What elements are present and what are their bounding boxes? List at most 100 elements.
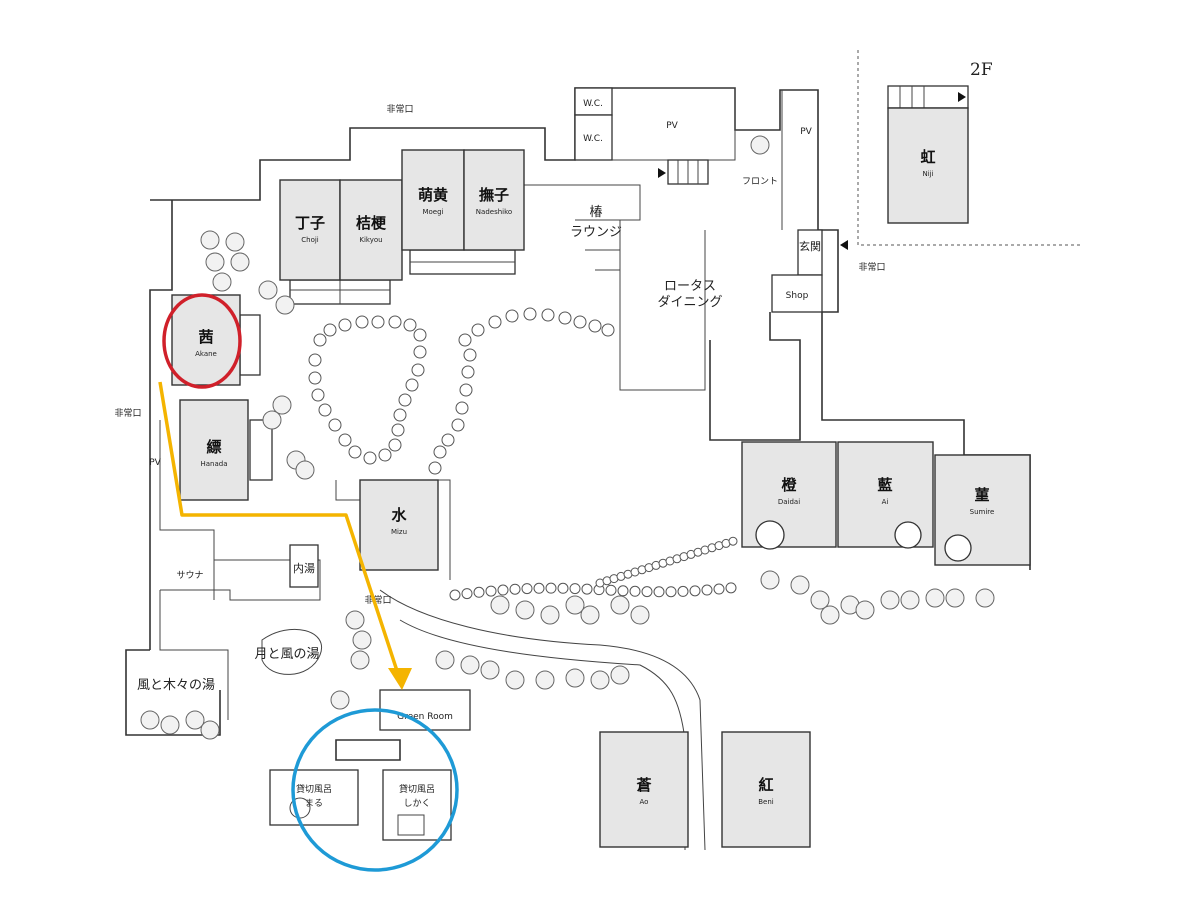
tree-icon xyxy=(480,660,500,680)
room-ao[interactable]: 蒼 Ao xyxy=(599,731,689,848)
stream-stone xyxy=(497,584,509,596)
pond-stone xyxy=(463,348,477,362)
pond-stone xyxy=(391,423,405,437)
room-ai-name: 藍 xyxy=(877,476,892,494)
pond-stone xyxy=(338,318,352,332)
floor-label-2f: 2F xyxy=(970,60,993,80)
stream-stone xyxy=(521,583,533,595)
stream-stone xyxy=(641,586,653,598)
pond-stone xyxy=(573,315,587,329)
private-bath-shikaku-label[interactable]: しかく xyxy=(403,798,430,809)
tree-icon xyxy=(205,252,225,272)
pond-stone xyxy=(355,315,369,329)
tree-icon xyxy=(200,720,220,740)
pond-stone xyxy=(413,328,427,342)
stream-stone xyxy=(605,584,617,596)
room-beni-name: 紅 xyxy=(758,776,773,794)
pond-stone xyxy=(411,363,425,377)
pond-stone xyxy=(471,323,485,337)
room-hanada[interactable]: 縹 Hanada xyxy=(179,399,249,501)
room-nadeshiko[interactable]: 撫子 Nadeshiko xyxy=(463,149,525,251)
room-mizu-name: 水 xyxy=(391,506,407,524)
yellow-route-arrow xyxy=(158,381,402,681)
shop-label[interactable]: Shop xyxy=(786,291,809,301)
stream-stone xyxy=(449,589,461,601)
private-bath-maru-label[interactable]: まる xyxy=(305,798,323,809)
room-moegi[interactable]: 萌黄 Moegi xyxy=(401,149,465,251)
room-choji-roman: Choji xyxy=(301,236,319,244)
pond-stone xyxy=(323,323,337,337)
pond-stone xyxy=(328,418,342,432)
garden-pond xyxy=(140,135,995,740)
room-moegi-name: 萌黄 xyxy=(418,186,448,204)
room-akane-name: 茜 xyxy=(198,328,213,346)
sauna-label: サウナ xyxy=(176,570,203,581)
stream-stone xyxy=(545,582,557,594)
room-niji[interactable]: 虹 Niji xyxy=(887,107,969,224)
stream-stone xyxy=(677,585,689,597)
tree-icon xyxy=(230,252,250,272)
stream-stone xyxy=(473,586,485,598)
pond-stone xyxy=(311,388,325,402)
pond-stone xyxy=(441,433,455,447)
annotations xyxy=(158,293,459,872)
dining-label-2: ダイニング xyxy=(657,295,722,310)
tree-icon xyxy=(140,710,160,730)
room-hanada-name: 縹 xyxy=(206,438,221,456)
stream-stone xyxy=(617,585,629,597)
pond-stone xyxy=(455,401,469,415)
tree-icon xyxy=(820,605,840,625)
room-ai[interactable]: 藍 Ai xyxy=(837,441,934,549)
room-kikyou-name: 桔梗 xyxy=(356,214,387,232)
tree-icon xyxy=(345,610,365,630)
pond-stone xyxy=(318,403,332,417)
tree-icon xyxy=(565,595,585,615)
room-akane-roman: Akane xyxy=(195,350,217,358)
room-mizu-roman: Mizu xyxy=(391,528,407,536)
room-kikyou-roman: Kikyou xyxy=(359,236,382,244)
room-hanada-roman: Hanada xyxy=(200,460,227,468)
pond-stone xyxy=(461,365,475,379)
room-mizu[interactable]: 水 Mizu xyxy=(359,479,439,571)
guest-rooms: 丁子 Choji 桔梗 Kikyou 萌黄 Moegi 撫子 Nadeshiko… xyxy=(171,107,1031,848)
tree-icon xyxy=(925,588,945,608)
route-arrowhead-icon xyxy=(388,668,412,690)
room-ao-roman: Ao xyxy=(640,798,649,806)
room-choji-name: 丁子 xyxy=(295,214,325,232)
pond-stone xyxy=(459,383,473,397)
tree-icon xyxy=(610,595,630,615)
tree-icon xyxy=(330,690,350,710)
stream-stone xyxy=(713,583,725,595)
tree-icon xyxy=(565,668,585,688)
pond-stone xyxy=(458,333,472,347)
tree-icon xyxy=(435,650,455,670)
green-room-label[interactable]: Green Room xyxy=(397,712,453,722)
stream-stone xyxy=(689,585,701,597)
tree-icon xyxy=(750,135,770,155)
wc-label-2: W.C. xyxy=(583,134,603,144)
tree-icon xyxy=(505,670,525,690)
room-daidai[interactable]: 橙 Daidai xyxy=(741,441,837,550)
room-kikyou[interactable]: 桔梗 Kikyou xyxy=(339,179,403,281)
private-bath-maru-title: 貸切風呂 xyxy=(296,783,332,795)
pond-stone xyxy=(558,311,572,325)
pond-stone xyxy=(393,408,407,422)
tree-icon xyxy=(580,605,600,625)
stream-stone xyxy=(665,586,677,598)
stream-stone xyxy=(485,585,497,597)
pv-label-2: PV xyxy=(800,127,812,137)
room-beni[interactable]: 紅 Beni xyxy=(721,731,811,848)
tree-icon xyxy=(790,575,810,595)
room-nadeshiko-roman: Nadeshiko xyxy=(476,208,512,216)
tree-icon xyxy=(880,590,900,610)
pv-label-1: PV xyxy=(666,121,678,131)
tree-icon xyxy=(610,665,630,685)
pond-stone xyxy=(403,318,417,332)
lounge-kanji-label: 椿 xyxy=(589,205,602,220)
pond-stone xyxy=(398,393,412,407)
pond-stone xyxy=(348,445,362,459)
room-choji[interactable]: 丁子 Choji xyxy=(279,179,341,281)
pv-left-label: PV xyxy=(149,458,161,468)
room-sumire[interactable]: 菫 Sumire xyxy=(934,454,1031,566)
arrow-icon xyxy=(658,168,666,178)
